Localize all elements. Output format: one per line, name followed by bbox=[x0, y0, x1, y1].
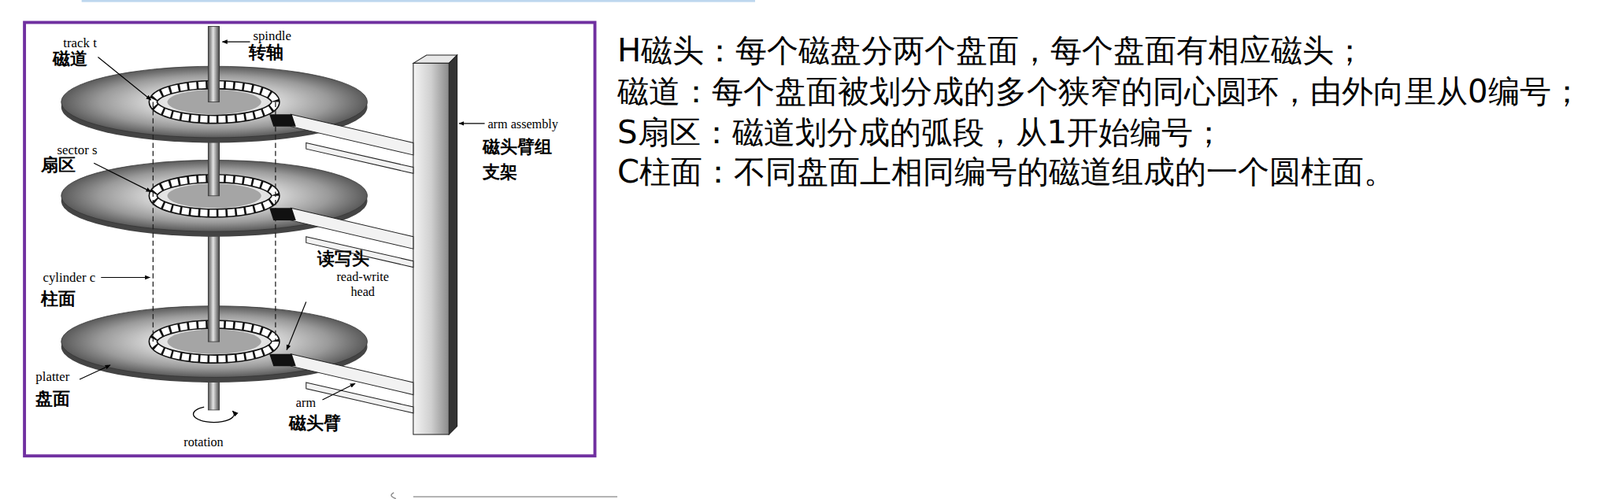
part-name: 磁头臂组 支架 bbox=[482, 134, 559, 186]
part-name: 读写头 bbox=[317, 248, 370, 270]
part-name: rotation bbox=[183, 435, 223, 451]
rotation-arrow bbox=[193, 407, 235, 423]
part-name: cylinder c bbox=[42, 270, 96, 286]
part-name: platter bbox=[35, 369, 70, 386]
part-name: 扇区 bbox=[40, 155, 76, 176]
arm bbox=[290, 114, 414, 414]
spindle bbox=[207, 26, 219, 103]
figure-frame bbox=[24, 22, 595, 457]
definition-note: 磁道：每个盘面被划分成的多个狭窄的同心圆环，由外向里从0编号； bbox=[617, 72, 1583, 111]
definition-note: H磁头：每个磁盘分两个盘面，每个盘面有相应磁头； bbox=[617, 31, 1366, 70]
part-name: 磁头臂 bbox=[288, 413, 341, 434]
part-name: 盘面 bbox=[35, 388, 71, 410]
part-name: 转轴 bbox=[248, 42, 284, 63]
part-name: spindle bbox=[252, 28, 292, 45]
definition-note: S扇区：磁道划分成的弧段，从1开始编号； bbox=[617, 113, 1225, 152]
bottom-fragment bbox=[391, 492, 618, 499]
definition-note: C柱面：不同盘面上相同编号的磁道组成的一个圆柱面。 bbox=[617, 152, 1396, 191]
arm-assembly bbox=[413, 55, 458, 435]
read-write-head bbox=[269, 114, 297, 367]
part-name: 磁道 bbox=[52, 48, 88, 70]
part-name: 柱面 bbox=[40, 288, 76, 310]
part-name: arm bbox=[296, 396, 316, 412]
cylinder-line bbox=[152, 102, 276, 343]
leader-line bbox=[79, 41, 485, 400]
part-name: read-write head bbox=[324, 270, 401, 300]
top-rule bbox=[81, 0, 756, 3]
part-name: arm assembly bbox=[487, 117, 558, 133]
